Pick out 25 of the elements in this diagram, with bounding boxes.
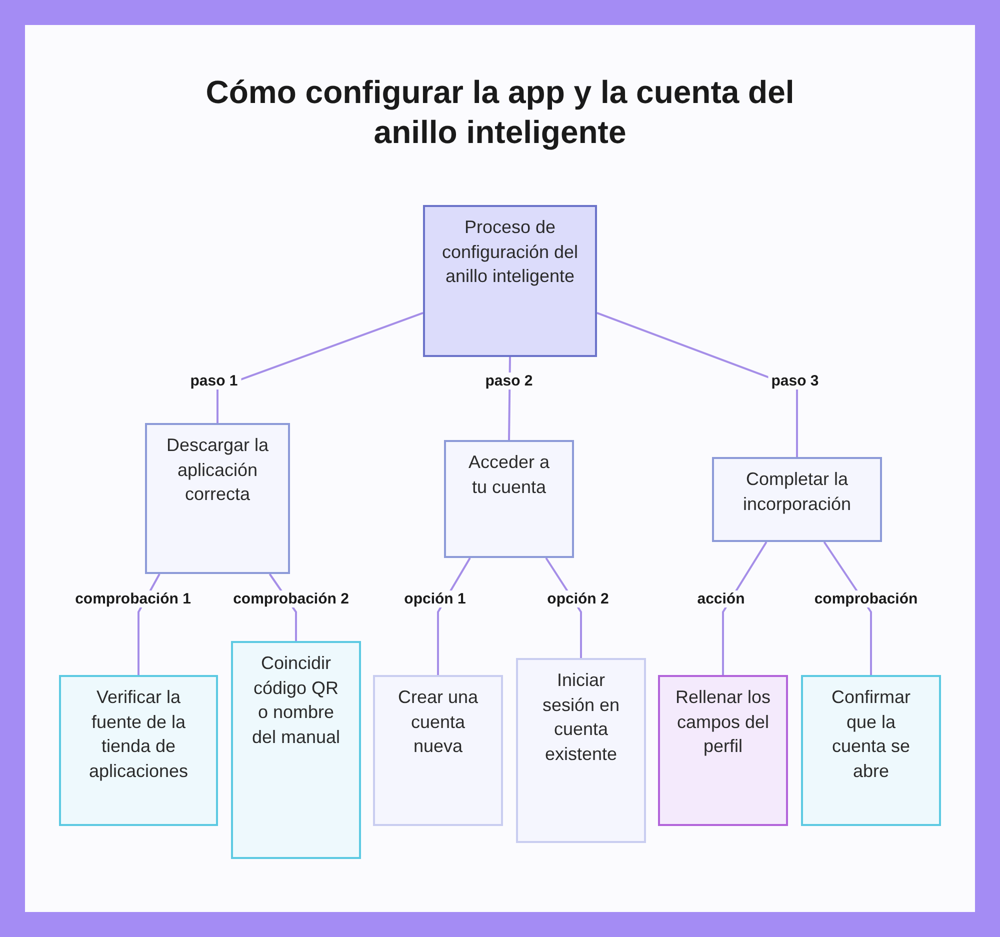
process-box bbox=[373, 675, 503, 826]
node-text: Acceder a tu cuenta bbox=[467, 451, 551, 498]
process-box bbox=[59, 675, 218, 826]
process-box bbox=[444, 440, 574, 558]
diagram-title: Cómo configurar la app y la cuenta del anillo inteligente bbox=[204, 73, 796, 152]
connector-line bbox=[596, 312, 798, 457]
node-text: Rellenar los campos del perfil bbox=[674, 686, 772, 758]
process-box bbox=[423, 205, 597, 357]
process-box bbox=[145, 423, 290, 574]
node-text: Completar la incorporación bbox=[742, 468, 852, 516]
connector-line bbox=[722, 541, 768, 675]
node-text: Proceso de configuración del anillo inteligente bbox=[440, 216, 580, 288]
process-box bbox=[516, 658, 646, 843]
node-text: Iniciar sesión en cuenta existente bbox=[541, 669, 621, 766]
process-box bbox=[801, 675, 941, 826]
process-box bbox=[658, 675, 788, 826]
connector-line bbox=[216, 312, 424, 423]
node-text: Coincidir código QR o nombre del manual bbox=[250, 652, 342, 748]
node-text: Crear una cuenta nueva bbox=[396, 686, 480, 758]
node-text: Confirmar que la cuenta se abre bbox=[830, 686, 912, 782]
process-box bbox=[231, 641, 361, 859]
process-box bbox=[712, 457, 882, 542]
node-text: Descargar la aplicación correcta bbox=[165, 434, 270, 506]
connector-line bbox=[823, 541, 872, 675]
node-text: Verificar la fuente de la tienda de aplicaciones bbox=[88, 686, 190, 783]
